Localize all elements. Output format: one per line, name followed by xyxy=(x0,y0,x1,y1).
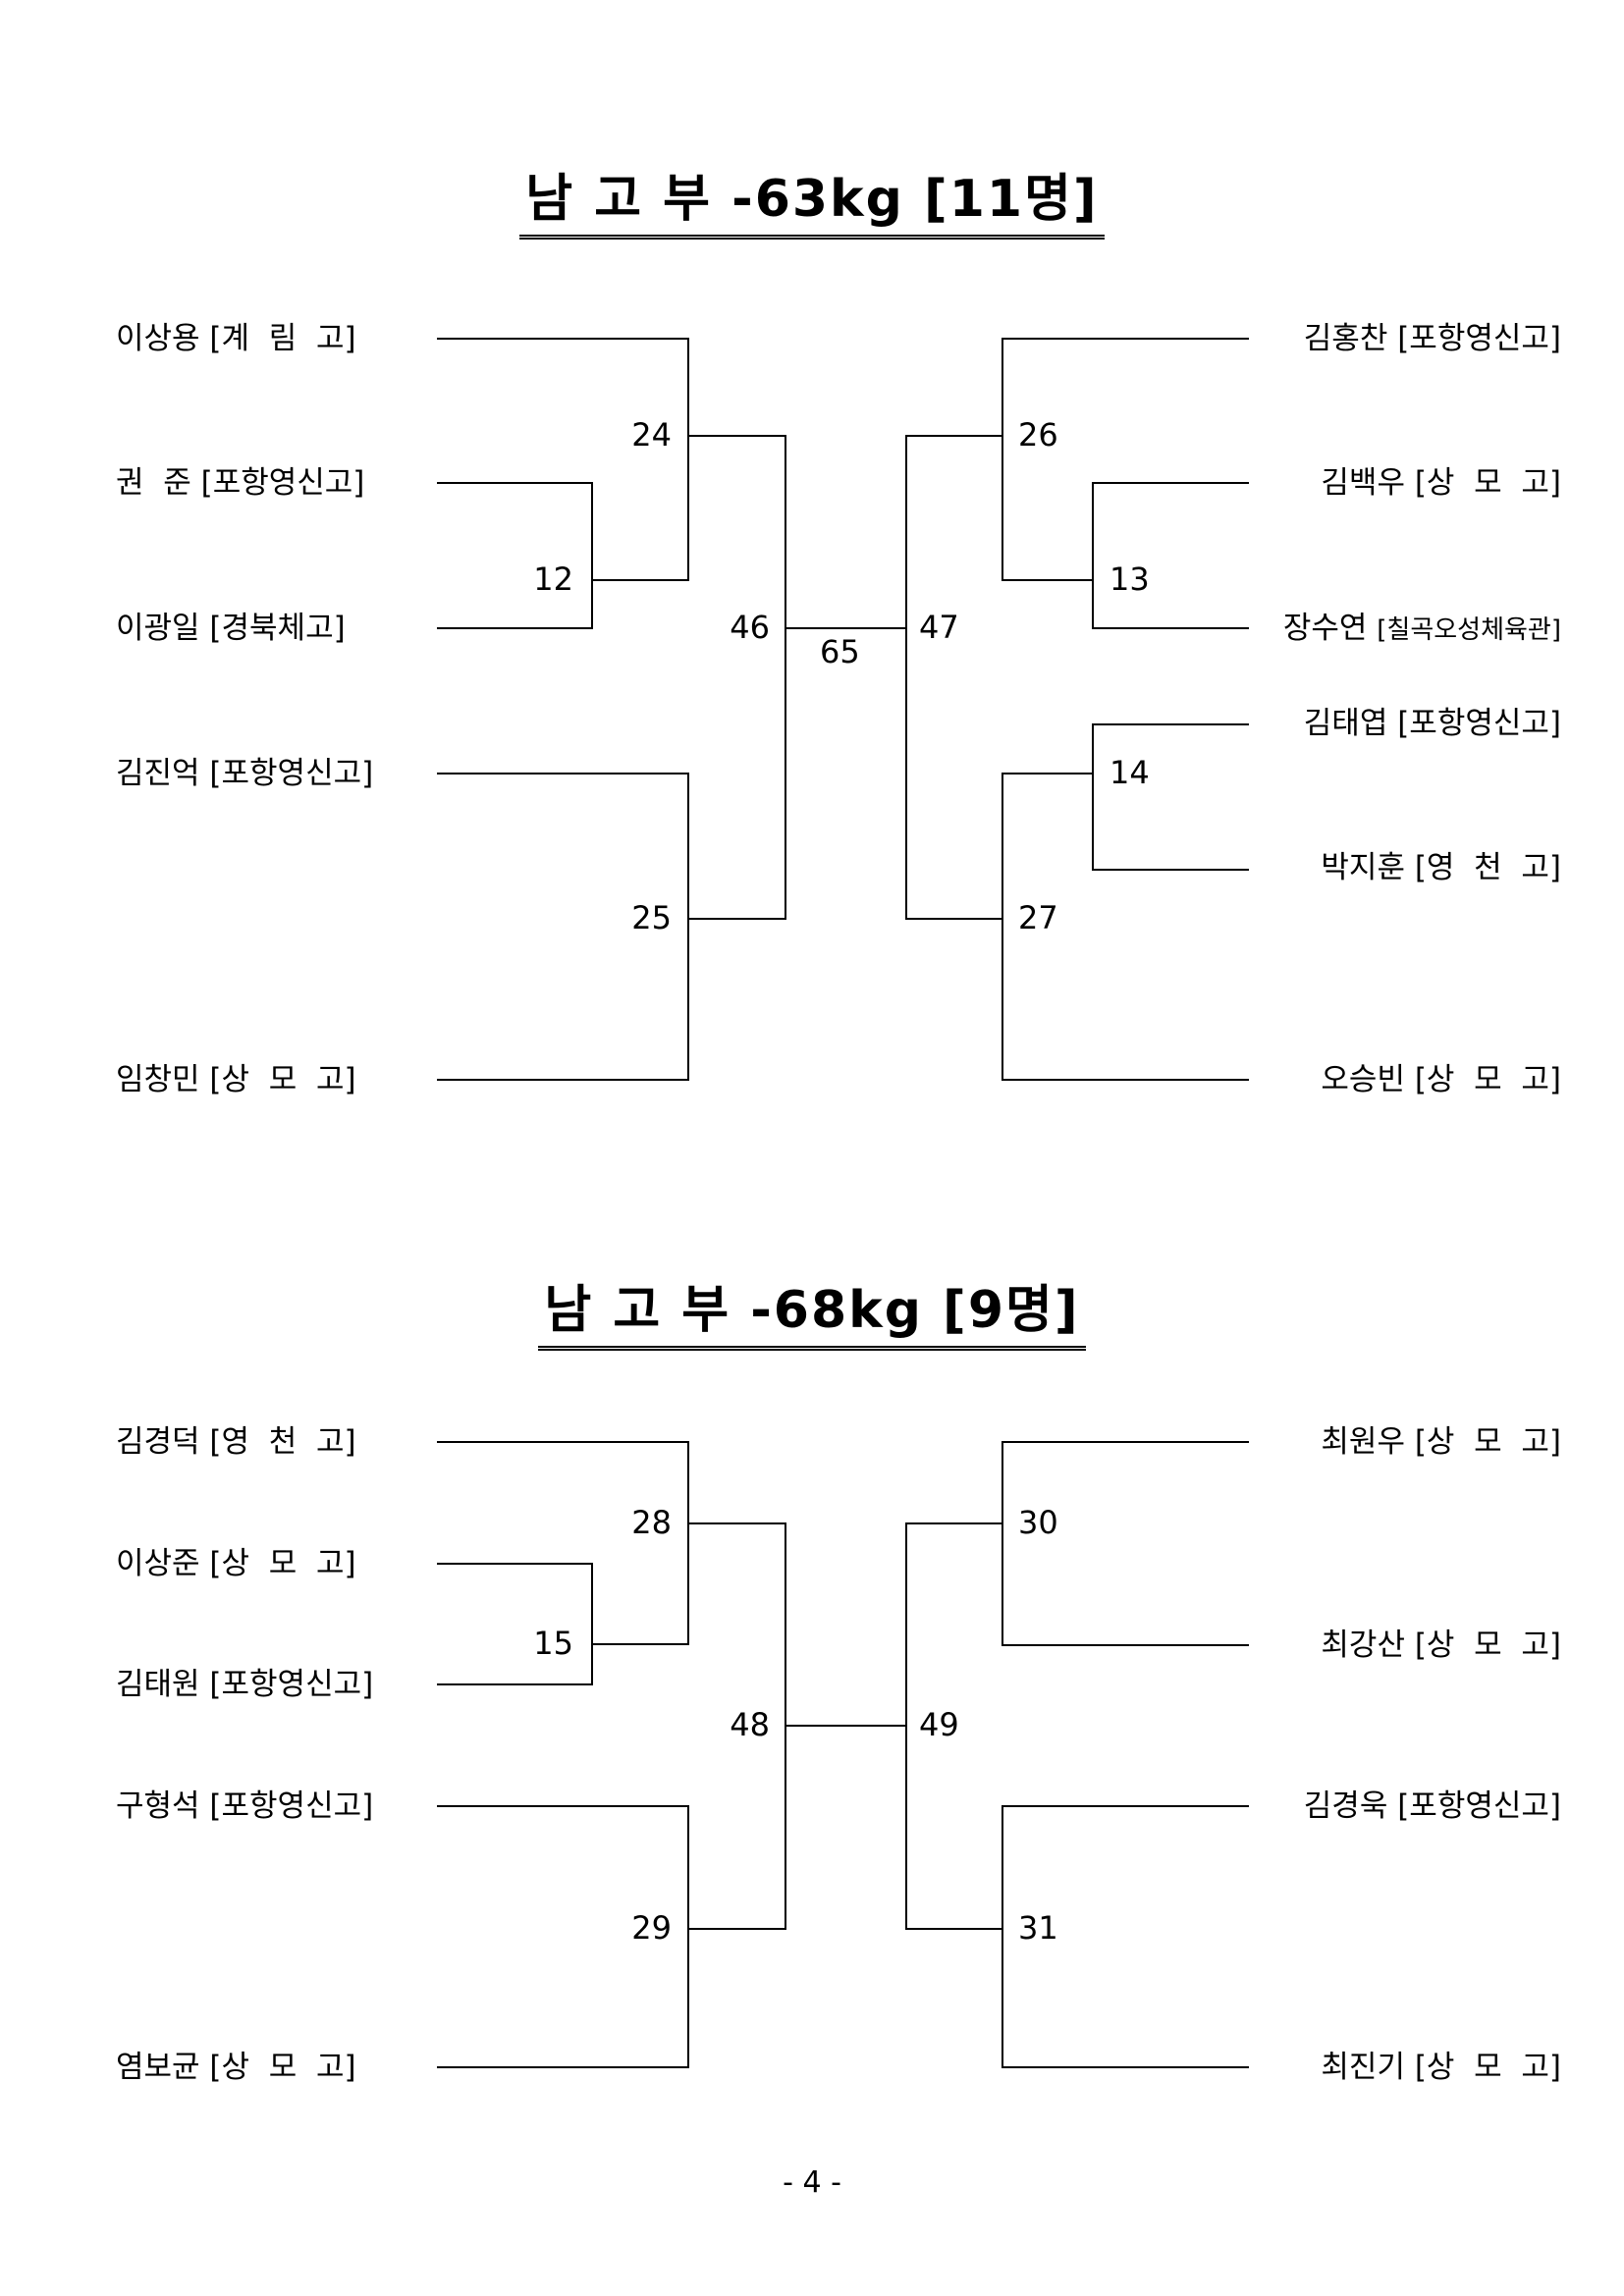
competitor-entry: 김경욱 [포항영신고] xyxy=(1303,1789,1561,1824)
match-number: 24 xyxy=(631,416,672,454)
competitor-entry: 최강산 [상 모 고] xyxy=(1321,1628,1561,1663)
match-number: 30 xyxy=(1018,1504,1058,1541)
competitor-entry: 임창민 [상 모 고] xyxy=(116,1062,356,1097)
bracket-line xyxy=(1092,482,1094,629)
competitor-entry: 최진기 [상 모 고] xyxy=(1321,2050,1561,2085)
competitor-entry: 이상준 [상 모 고] xyxy=(116,1546,356,1581)
match-number: 27 xyxy=(1018,899,1058,936)
bracket-line xyxy=(687,1522,786,1524)
competitor-entry: 김진억 [포항영신고] xyxy=(116,756,374,791)
bracket-line xyxy=(437,773,689,774)
page-number: - 4 - xyxy=(783,2165,841,2200)
bracket-line xyxy=(1092,723,1094,871)
competitor-entry: 최원우 [상 모 고] xyxy=(1321,1424,1561,1460)
bracket-line xyxy=(785,1725,906,1727)
match-number: 31 xyxy=(1018,1909,1058,1947)
bracket-line xyxy=(1092,723,1249,725)
match-number: 46 xyxy=(730,609,770,646)
bracket-line xyxy=(905,918,1003,920)
match-number: 12 xyxy=(533,561,573,598)
bracket-line xyxy=(437,2066,689,2068)
bracket-line xyxy=(437,1563,593,1565)
bracket-line xyxy=(591,1563,593,1685)
competitor-entry: 김홍찬 [포항영신고] xyxy=(1303,321,1561,356)
bracket-line xyxy=(437,1683,593,1685)
bracket-line xyxy=(591,579,689,581)
bracket-line xyxy=(437,482,593,484)
match-number: 65 xyxy=(820,633,860,670)
bracket-line xyxy=(1001,1079,1249,1081)
competitor-entry: 박지훈 [영 천 고] xyxy=(1321,850,1561,885)
bracket-line xyxy=(437,1805,689,1807)
bracket-line xyxy=(687,338,689,581)
competitor-entry: 이상용 [계 림 고] xyxy=(116,321,356,356)
competitor-entry: 이광일 [경북체고] xyxy=(116,611,346,646)
bracket-line xyxy=(1001,1441,1249,1443)
bracket-line xyxy=(591,1643,689,1645)
bracket-line xyxy=(687,1441,689,1645)
competitor-entry: 염보균 [상 모 고] xyxy=(116,2050,356,2085)
competitor-entry: 장수연 [칠곡오성체육관] xyxy=(1282,611,1561,646)
bracket-line xyxy=(905,1522,1003,1524)
bracket-title: 남 고 부 -63kg [11명] xyxy=(0,157,1624,240)
bracket-line xyxy=(1001,773,1094,774)
competitor-entry: 김경덕 [영 천 고] xyxy=(116,1424,356,1460)
match-number: 47 xyxy=(919,609,959,646)
competitor-entry: 구형석 [포항영신고] xyxy=(116,1789,374,1824)
match-number: 13 xyxy=(1110,561,1150,598)
bracket-line xyxy=(687,1928,786,1930)
match-number: 25 xyxy=(631,899,672,936)
match-number: 26 xyxy=(1018,416,1058,454)
competitor-entry: 김태엽 [포항영신고] xyxy=(1303,706,1561,741)
competitor-entry: 권 준 [포항영신고] xyxy=(116,465,365,501)
bracket-line xyxy=(1001,338,1003,581)
match-number: 48 xyxy=(730,1706,770,1743)
bracket-line xyxy=(1092,869,1249,871)
match-number: 14 xyxy=(1110,754,1150,791)
bracket-line xyxy=(785,435,786,920)
match-number: 28 xyxy=(631,1504,672,1541)
bracket-line xyxy=(1001,773,1003,1081)
bracket-line xyxy=(905,435,1003,437)
bracket-line xyxy=(687,435,786,437)
match-number: 15 xyxy=(533,1625,573,1662)
competitor-entry: 김백우 [상 모 고] xyxy=(1321,465,1561,501)
bracket-line xyxy=(687,918,786,920)
bracket-line xyxy=(1092,482,1249,484)
bracket-line xyxy=(591,482,593,629)
bracket-line xyxy=(905,1928,1003,1930)
bracket-line xyxy=(905,1522,907,1930)
bracket-line xyxy=(687,1805,689,2068)
bracket-line xyxy=(1001,1805,1003,2068)
bracket-line xyxy=(437,627,593,629)
bracket-title: 남 고 부 -68kg [9명] xyxy=(0,1268,1624,1351)
bracket-line xyxy=(687,773,689,1081)
bracket-line xyxy=(1001,1441,1003,1646)
competitor-entry: 오승빈 [상 모 고] xyxy=(1321,1062,1561,1097)
bracket-line xyxy=(1092,627,1249,629)
bracket-line xyxy=(905,435,907,920)
bracket-line xyxy=(785,627,906,629)
bracket-line xyxy=(1001,1805,1249,1807)
bracket-line xyxy=(1001,338,1249,340)
bracket-line xyxy=(1001,2066,1249,2068)
competitor-entry: 김태원 [포항영신고] xyxy=(116,1667,374,1702)
bracket-line xyxy=(1001,579,1094,581)
bracket-line xyxy=(437,1079,689,1081)
bracket-line xyxy=(437,338,689,340)
bracket-line xyxy=(437,1441,689,1443)
match-number: 29 xyxy=(631,1909,672,1947)
match-number: 49 xyxy=(919,1706,959,1743)
bracket-line xyxy=(1001,1644,1249,1646)
